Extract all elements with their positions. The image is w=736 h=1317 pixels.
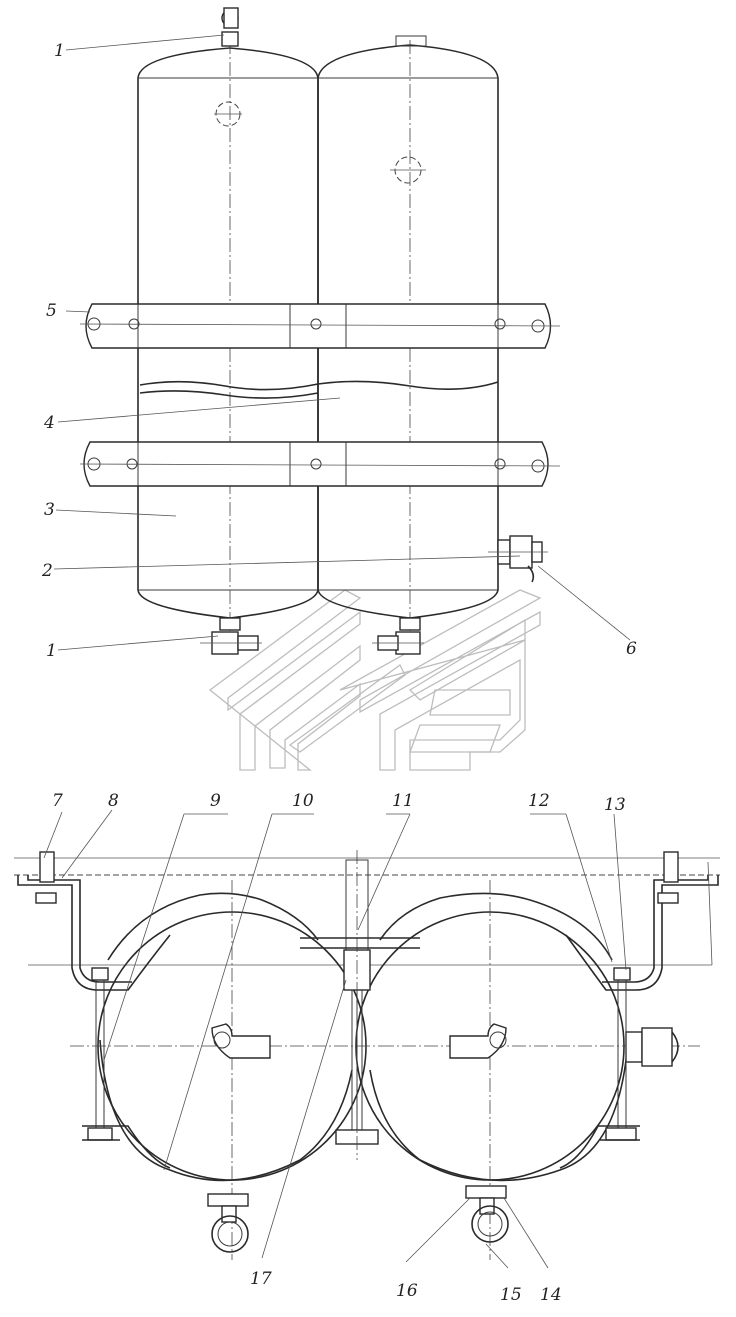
callout-5: 5 [46, 301, 57, 321]
break-line [139, 380, 499, 391]
callout-1-bottom: 1 [46, 641, 57, 661]
callout-16: 16 [396, 1281, 418, 1301]
callout-2: 2 [41, 561, 53, 581]
callout-9: 9 [210, 791, 221, 811]
lifting-eyes [207, 1185, 509, 1253]
callout-13: 13 [604, 795, 626, 815]
callout-12: 12 [528, 791, 550, 811]
side-bolts [82, 967, 640, 1169]
callout-17: 17 [250, 1269, 272, 1289]
callout-11: 11 [392, 791, 414, 811]
callout-10: 10 [292, 791, 314, 811]
callout-15: 15 [500, 1285, 522, 1305]
callout-3: 3 [44, 500, 55, 520]
callout-labels: 1 5 4 3 2 1 6 7 8 9 10 11 12 13 14 15 16… [41, 41, 637, 1305]
cylinder-section-left [70, 880, 380, 1260]
callout-14: 14 [540, 1285, 562, 1305]
side-drain-valve [488, 535, 548, 583]
callout-1-top: 1 [54, 41, 65, 61]
strap-lower [79, 441, 561, 487]
watermark-logo [208, 589, 542, 771]
bottom-fitting-left [200, 617, 262, 655]
cylinder-section-right [355, 880, 700, 1260]
middle-tie-rod [300, 850, 420, 1160]
callout-6: 6 [626, 639, 637, 659]
bottom-fitting-right [372, 617, 424, 655]
top-fitting [221, 7, 239, 47]
leader-lines [43, 34, 631, 1269]
break-line [139, 390, 319, 399]
callout-7: 7 [52, 791, 63, 811]
callout-8: 8 [108, 791, 119, 811]
callout-4: 4 [43, 413, 55, 433]
strap-upper [79, 303, 561, 349]
mounting-bracket [14, 851, 720, 991]
